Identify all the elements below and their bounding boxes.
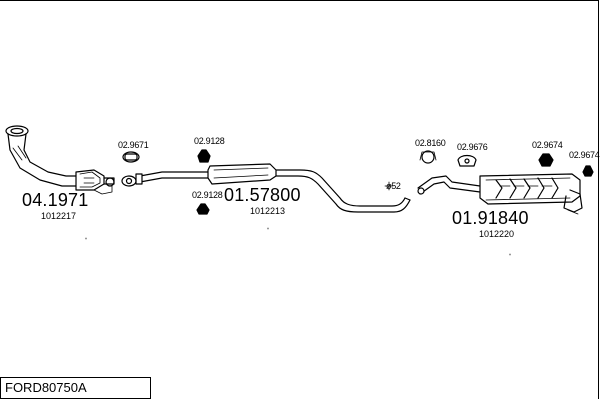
- accessory-label: 02.9674: [532, 140, 563, 150]
- accessory-label: 02.9128: [192, 190, 223, 200]
- accessory-label: 02.9676: [457, 142, 488, 152]
- rubber-mount-icon: [197, 149, 211, 163]
- front-pipe-part-number: 01.57800: [224, 185, 301, 205]
- gasket-icon: [419, 150, 437, 164]
- rear-silencer-sub-number: 1012220: [479, 229, 515, 239]
- front-pipe-drawing: [135, 163, 411, 213]
- rubber-mount-icon: [196, 203, 210, 215]
- catalyst-drawing: [5, 125, 115, 195]
- accessory-label: 02.9674: [569, 150, 600, 160]
- rear-silencer-part-number: 01.91840: [452, 208, 529, 228]
- rubber-mount-icon: [538, 153, 554, 167]
- model-code: FORD80750A: [5, 380, 87, 395]
- rear-silencer-drawing: [417, 173, 583, 215]
- diameter-label: ø52: [386, 181, 401, 191]
- accessory-label: 02.9671: [118, 140, 149, 150]
- catalyst-part-number: 04.1971: [22, 190, 89, 210]
- accessory-label: 02.8160: [415, 138, 446, 148]
- catalyst-sub-number: 1012217: [41, 211, 77, 221]
- model-code-box: FORD80750A: [0, 377, 151, 399]
- accessory-label: 02.9128: [194, 136, 225, 146]
- clamp-icon: [122, 151, 140, 163]
- clamp-icon: [121, 175, 137, 187]
- front-pipe-sub-number: 1012213: [250, 206, 286, 216]
- rubber-mount-icon: [582, 165, 594, 177]
- clamp-icon: [457, 154, 477, 167]
